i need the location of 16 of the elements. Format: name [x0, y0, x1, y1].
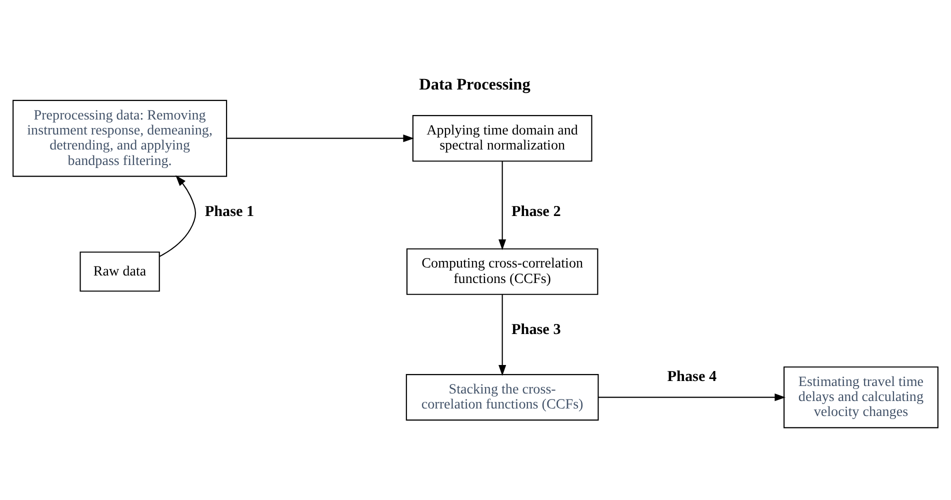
arrow: [598, 393, 786, 401]
edge-label: Phase 4: [667, 367, 717, 384]
arrow: [159, 174, 196, 256]
arrow: [226, 134, 414, 142]
diagram-title: Data Processing: [419, 75, 530, 94]
arrow: [498, 294, 506, 376]
node-box: Preprocessing data: Removing instrument response, demeaning, detrending, and applying bandpass filtering.: [12, 99, 228, 176]
edge-label: Phase 2: [512, 202, 561, 220]
node-box: Computing cross-correlation functions (CCFs): [406, 248, 598, 294]
edge-label: Phase 3: [512, 320, 561, 338]
node-box: Applying time domain and spectral normalization: [412, 114, 592, 162]
arrow: [498, 160, 506, 250]
node-box: Stacking the cross-correlation functions (CCFs): [406, 374, 599, 420]
node-box: Raw data: [80, 251, 160, 292]
edge-label: Phase 1: [204, 202, 254, 220]
node-box: Estimating travel time delays and calculating velocity changes: [784, 366, 938, 428]
